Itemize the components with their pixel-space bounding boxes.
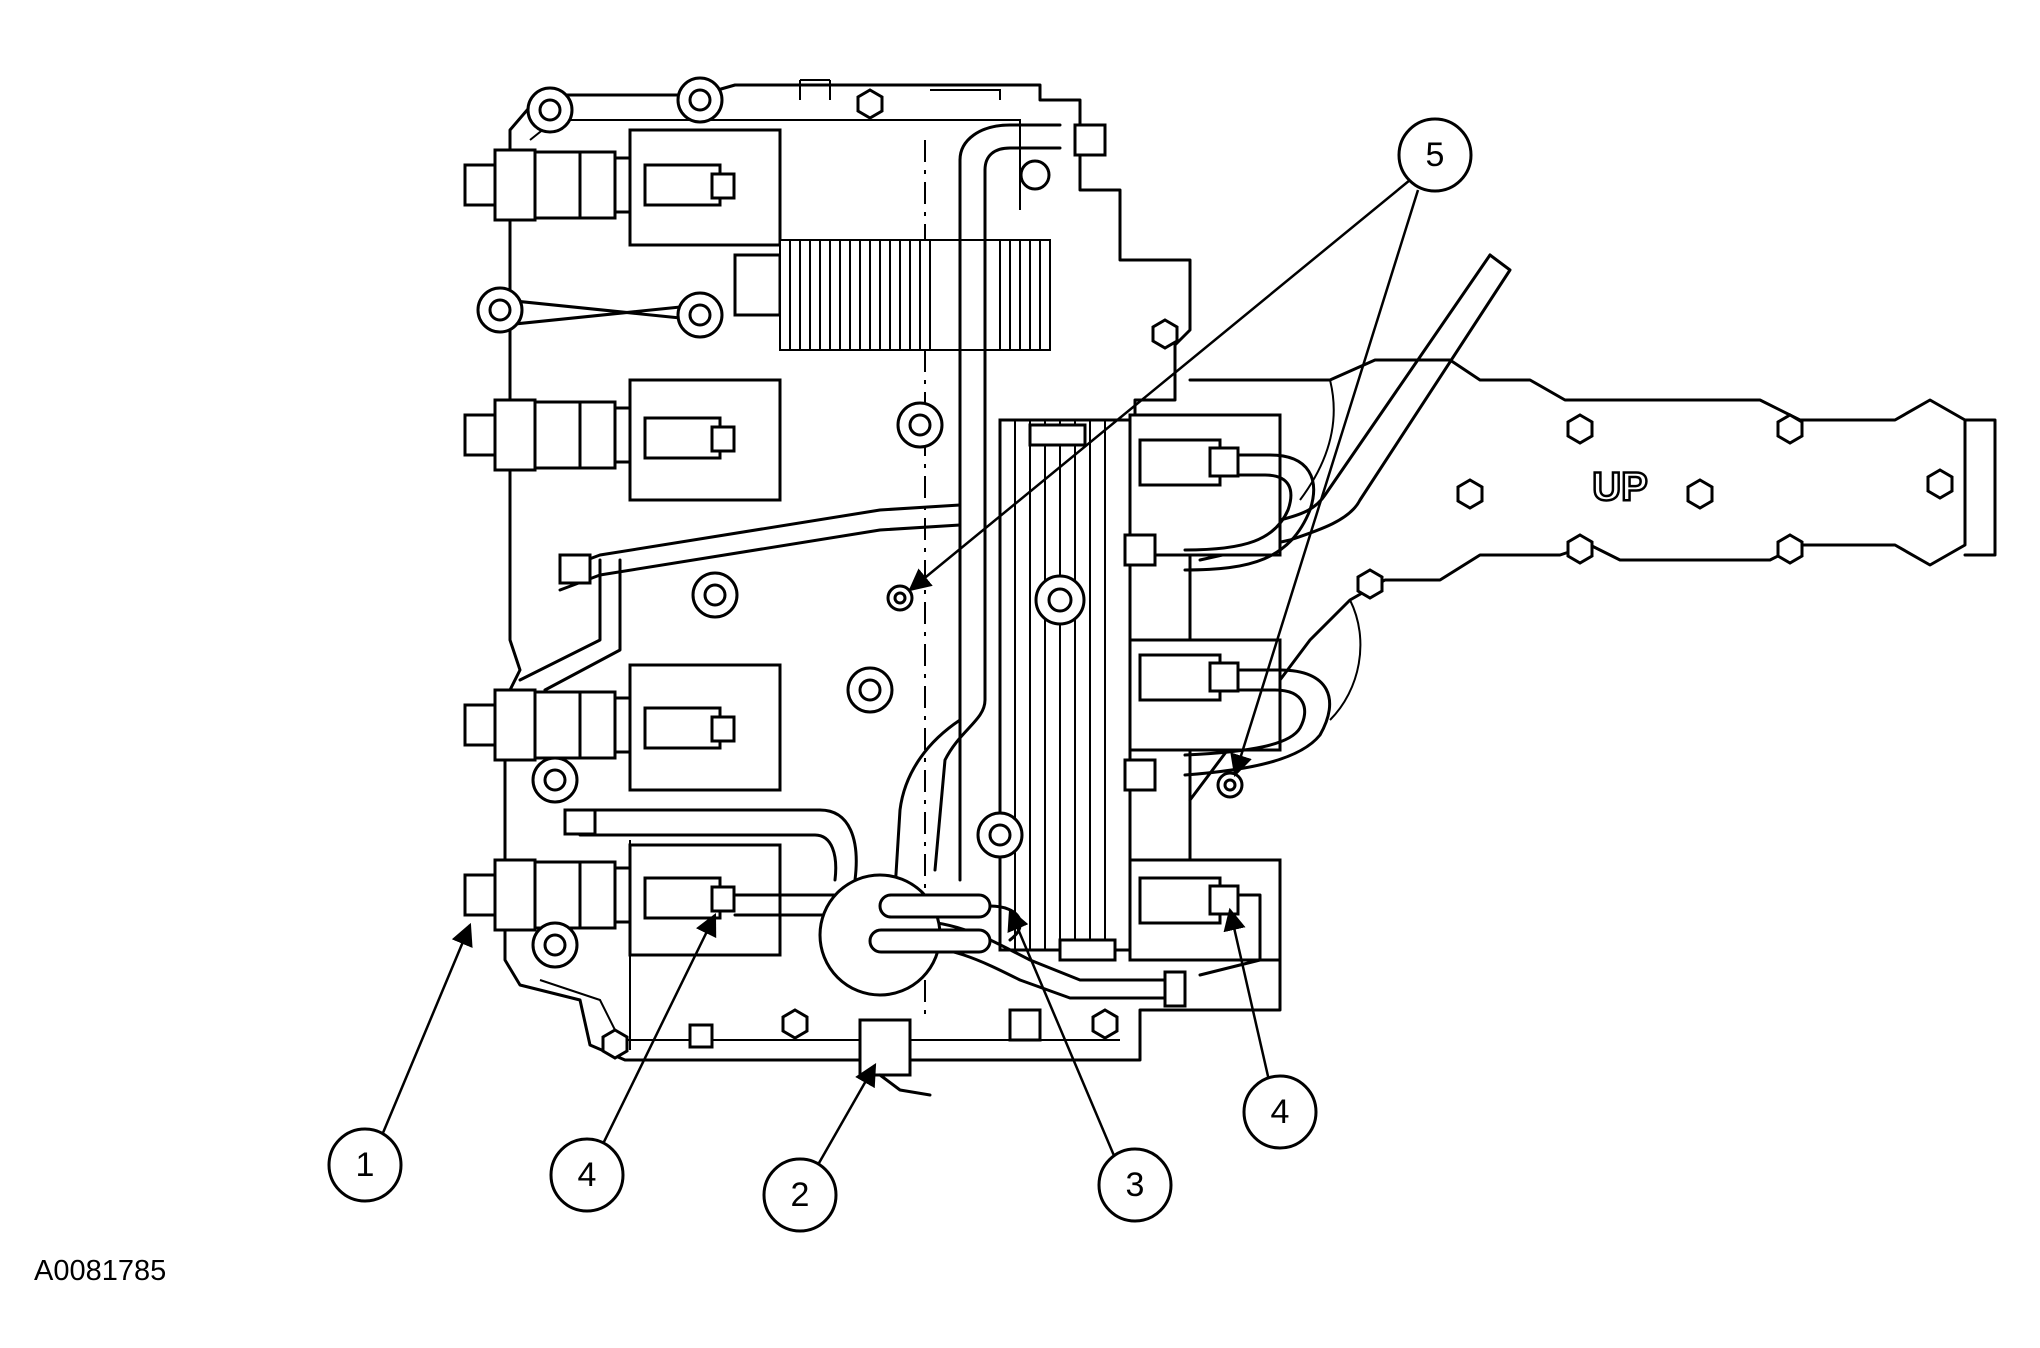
callout-number-2: 2 (791, 1176, 810, 1214)
solenoid-right-top (1128, 413, 1282, 557)
housing-hex-nuts (601, 88, 1179, 1060)
housing-bolts (476, 76, 1244, 969)
figure-id-label: A0081785 (34, 1255, 167, 1287)
callout-number-1: 1 (356, 1146, 375, 1184)
central-valve-stack (893, 123, 1132, 962)
callout-number-3: 3 (1126, 1166, 1145, 1204)
flange-hex-nuts (1356, 413, 1954, 600)
solenoid-bank-right (898, 413, 1332, 1008)
mounting-flange-arm: UP (1188, 358, 1997, 802)
callout-number-4-left: 4 (578, 1156, 597, 1194)
solenoid-top (463, 128, 782, 247)
solenoid-third (463, 663, 782, 792)
solenoid-right-bottom (1128, 858, 1282, 962)
callout-number-5: 5 (1426, 136, 1445, 174)
lower-harness (558, 123, 1157, 1097)
up-marking: UP (1592, 465, 1648, 509)
accumulator-bellows (733, 239, 1051, 351)
callout-4-right: 4 (1223, 907, 1318, 1150)
callout-1: 1 (327, 922, 473, 1203)
solenoid-bottom (463, 843, 782, 957)
solenoid-right-mid (1128, 638, 1282, 752)
callout-5: 5 (908, 117, 1473, 778)
callout-2: 2 (762, 1063, 877, 1233)
callout-3: 3 (1007, 907, 1173, 1223)
callout-number-4-right: 4 (1271, 1093, 1290, 1131)
solenoid-second (463, 378, 782, 502)
callout-4-left: 4 (549, 912, 717, 1213)
solenoid-bank-left (463, 128, 1051, 957)
